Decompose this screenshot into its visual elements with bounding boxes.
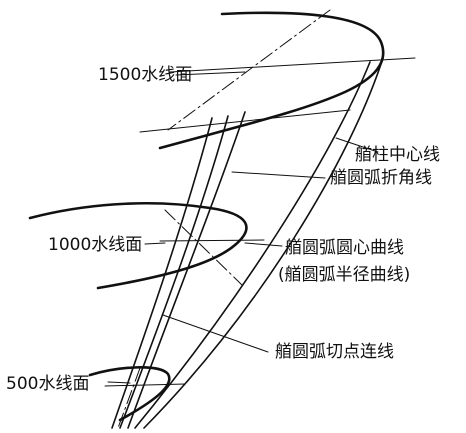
leader-tangent-line	[162, 314, 269, 353]
label-waterline-1000: 1000水线面	[48, 235, 142, 255]
label-tangent-line: 艏圆弧切点连线	[275, 342, 394, 362]
waterline-1000-plane-line	[159, 239, 265, 242]
label-waterline-1500: 1500水线面	[98, 65, 192, 85]
waterline-1000-section	[28, 201, 265, 290]
left-boundary-curve	[111, 117, 213, 429]
label-waterline-500: 500水线面	[6, 374, 89, 394]
leader-arc-center	[244, 242, 283, 247]
waterline-500-plane-line	[104, 383, 186, 387]
waterline-1500-plane-line	[169, 57, 416, 73]
waterline-1500-contour	[158, 11, 385, 150]
label-arc-radius-curve: (艏圆弧半径曲线)	[278, 265, 410, 285]
waterline-1000-contour	[28, 201, 248, 290]
waterline-500-contour	[88, 366, 171, 422]
leader-wl1000	[144, 242, 166, 245]
leader-knuckle-line	[231, 171, 326, 179]
waterline-1500-centerline	[167, 9, 331, 131]
leader-wl1500	[175, 71, 246, 76]
tangent-point-curve	[119, 115, 229, 429]
knuckle-line-curve	[134, 61, 371, 429]
waterline-1500-lower-line	[139, 109, 351, 133]
arc-center-curve	[127, 111, 246, 429]
waterline-500-centerline	[117, 367, 141, 429]
stem-centerline-curve	[143, 57, 384, 429]
waterline-1500-section	[139, 9, 416, 150]
leader-wl500	[107, 381, 131, 384]
stem-curves	[111, 57, 384, 429]
leader-stem-centerline	[335, 137, 379, 153]
waterline-500-section	[88, 366, 186, 429]
label-stem-centerline: 艏柱中心线	[355, 145, 440, 165]
label-arc-center-curve: 艏圆弧圆心曲线	[285, 238, 404, 258]
label-knuckle-line: 艏圆弧折角线	[330, 168, 432, 188]
waterline-1000-centerline	[164, 209, 243, 286]
leader-lines	[107, 71, 379, 384]
labels: 1500水线面 艏柱中心线 艏圆弧折角线 1000水线面 艏圆弧圆心曲线 (艏圆…	[6, 65, 440, 394]
